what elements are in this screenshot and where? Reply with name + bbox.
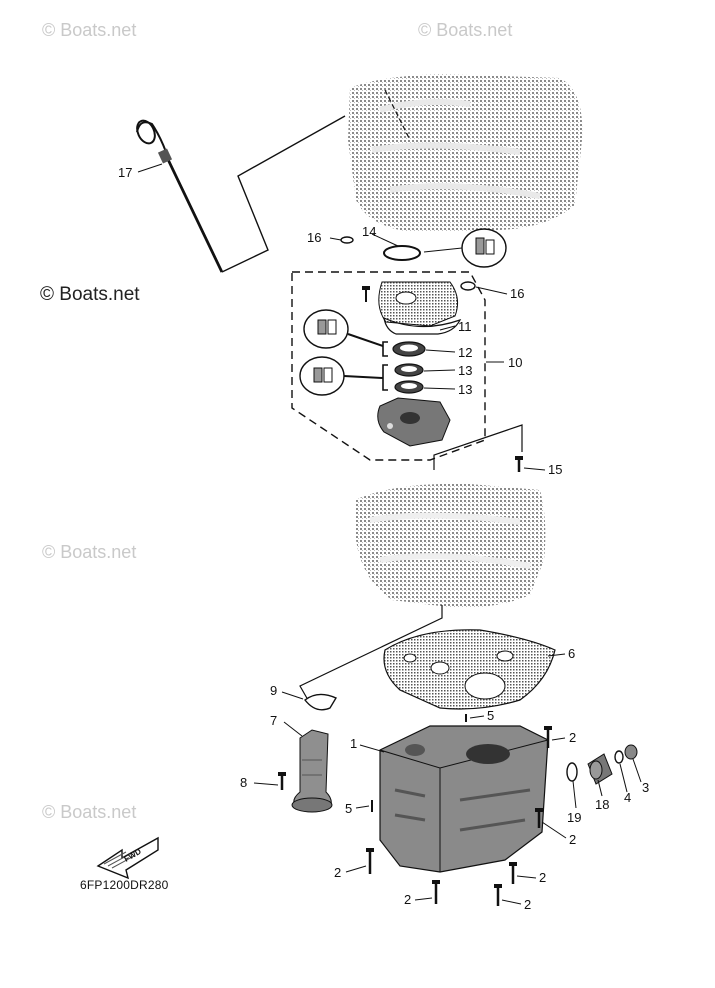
bolt <box>515 456 523 472</box>
engine-block-upper <box>348 74 583 232</box>
pump-gasket <box>383 316 462 335</box>
callout-10: 10 <box>508 355 522 370</box>
bolt <box>366 848 374 874</box>
callout-14: 14 <box>362 224 376 239</box>
o-ring <box>383 245 421 261</box>
bolt <box>494 884 502 906</box>
callout-5: 5 <box>345 801 352 816</box>
engine-block-middle <box>355 483 546 608</box>
callout-2: 2 <box>524 897 531 912</box>
detail-bubble <box>303 309 384 349</box>
callout-1: 1 <box>350 736 357 751</box>
oil-seal <box>394 380 424 394</box>
oil-strainer <box>291 729 333 813</box>
o-ring-small <box>340 236 354 244</box>
oil-pan <box>379 725 549 873</box>
bolt <box>432 880 440 904</box>
oil-seal <box>394 363 424 377</box>
callout-6: 6 <box>568 646 575 661</box>
callout-2: 2 <box>539 870 546 885</box>
callout-17: 17 <box>118 165 132 180</box>
bolt <box>278 772 286 790</box>
callout-9: 9 <box>270 683 277 698</box>
watermark: © Boats.net <box>418 20 513 40</box>
callout-2: 2 <box>404 892 411 907</box>
o-ring-small <box>460 281 476 291</box>
callout-leaders <box>137 163 642 905</box>
callout-15: 15 <box>548 462 562 477</box>
fwd-arrow-icon <box>96 836 159 880</box>
callout-11: 11 <box>458 319 472 334</box>
drain-plug <box>587 753 613 785</box>
gasket-small <box>304 693 338 711</box>
watermark: © Boats.net <box>42 542 137 562</box>
pump-cover <box>362 281 459 327</box>
gasket <box>383 629 556 710</box>
callout-5: 5 <box>487 708 494 723</box>
callout-13: 13 <box>458 382 472 397</box>
callout-12: 12 <box>458 345 472 360</box>
watermark: © Boats.net <box>42 802 137 822</box>
gasket-washer <box>566 762 578 782</box>
o-ring <box>614 750 624 764</box>
watermark: © Boats.net <box>42 20 137 40</box>
callout-7: 7 <box>270 713 277 728</box>
oil-pump-body <box>377 397 451 447</box>
bolt <box>509 862 517 884</box>
watermark: © Boats.net <box>40 284 140 305</box>
detail-bubble <box>423 228 507 268</box>
diagram-code: 6FP1200DR280 <box>80 878 169 892</box>
callout-2: 2 <box>569 832 576 847</box>
leader-line <box>433 424 523 470</box>
dipstick <box>136 119 225 273</box>
detail-bubble <box>299 356 384 396</box>
callout-3: 3 <box>642 780 649 795</box>
callout-16: 16 <box>510 286 524 301</box>
callout-18: 18 <box>595 797 609 812</box>
callout-8: 8 <box>240 775 247 790</box>
callout-2: 2 <box>334 865 341 880</box>
callout-4: 4 <box>624 790 631 805</box>
callout-19: 19 <box>567 810 581 825</box>
callout-13: 13 <box>458 363 472 378</box>
leader-line <box>299 605 443 701</box>
callout-16: 16 <box>307 230 321 245</box>
callout-labels: 17 16 14 16 11 12 10 13 13 15 6 9 5 7 2 … <box>118 165 649 912</box>
bolt <box>544 726 552 748</box>
plug-bolt <box>624 744 638 760</box>
bolt <box>535 808 543 828</box>
callout-2: 2 <box>569 730 576 745</box>
leader-line <box>221 115 346 273</box>
assembly-boundary <box>291 271 486 461</box>
oil-seal <box>392 341 426 357</box>
